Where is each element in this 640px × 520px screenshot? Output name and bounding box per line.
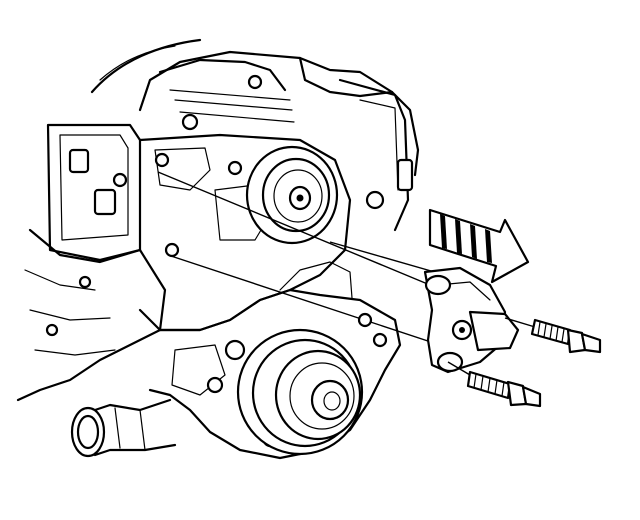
thermostat-outlet [70, 398, 177, 458]
alignment-guide-lines [157, 171, 446, 346]
idler-pulley [245, 145, 339, 245]
block-bolt-heads [45, 74, 385, 337]
water-pump-housing [148, 261, 402, 460]
direction-arrow [428, 208, 530, 284]
bolt-upper [504, 317, 602, 354]
water-pump-pulley [236, 328, 364, 456]
bolt-lower [447, 361, 542, 408]
accessory-bracket [423, 266, 520, 374]
engine-block [16, 38, 420, 402]
